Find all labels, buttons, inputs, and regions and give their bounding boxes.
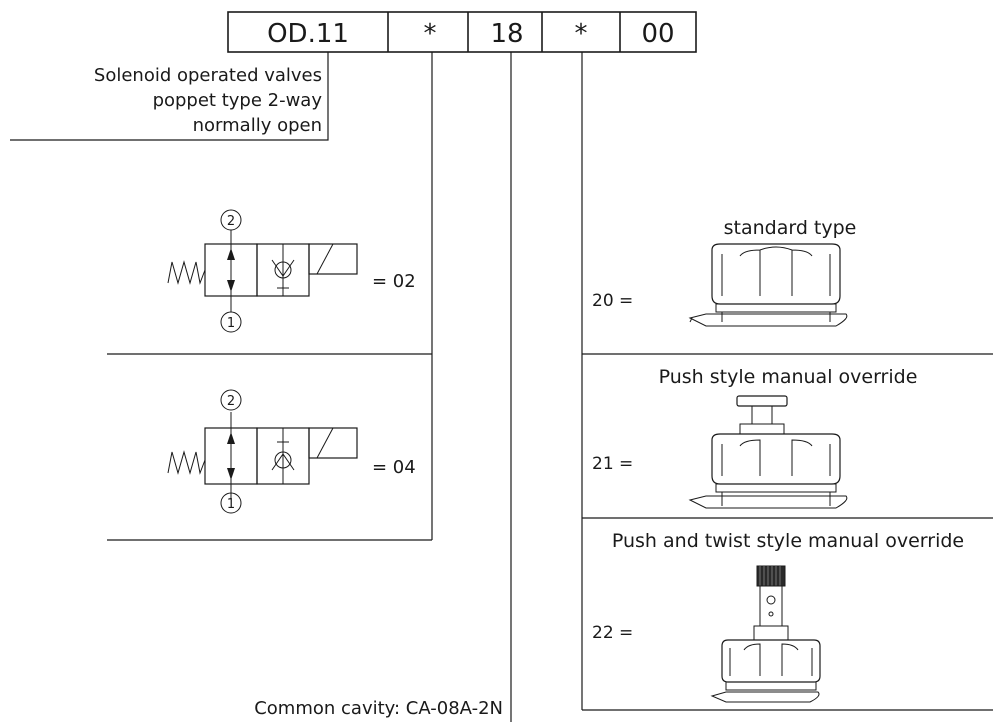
solenoid-icon xyxy=(308,427,358,459)
override-code: 22 = xyxy=(592,623,633,643)
description-block: Solenoid operated valves poppet type 2-w… xyxy=(10,52,329,141)
nut-icon xyxy=(710,639,821,703)
override-title: Push and twist style manual override xyxy=(612,530,964,552)
description-leader xyxy=(10,52,329,141)
description-line: normally open xyxy=(193,115,322,136)
push-button-icon xyxy=(736,395,788,435)
solenoid-icon xyxy=(308,243,358,275)
check-seat-icon xyxy=(271,453,295,471)
valve-symbol-02: 2 1 = 02 xyxy=(167,209,416,333)
override-standard: standard type 20 = xyxy=(592,217,857,327)
port-label: 2 xyxy=(227,214,235,229)
valve-symbol-04: 2 1 = 04 xyxy=(167,389,416,514)
port-circle-icon xyxy=(220,311,242,333)
description-line: poppet type 2-way xyxy=(153,90,323,111)
nut-icon xyxy=(688,243,848,327)
nut-icon xyxy=(688,433,848,509)
description-line: Solenoid operated valves xyxy=(94,65,322,86)
solenoid-diagonal xyxy=(316,243,334,275)
code-symbol-placeholder: * xyxy=(424,19,437,49)
check-seat-icon xyxy=(271,259,295,277)
port-circle-icon xyxy=(220,389,242,411)
check-ball-icon xyxy=(274,261,292,279)
override-code: 21 = xyxy=(592,454,633,474)
override-title: Push style manual override xyxy=(659,366,918,388)
code-frame xyxy=(227,11,697,53)
port-label: 1 xyxy=(227,497,235,512)
override-push: Push style manual override 21 = xyxy=(592,366,918,509)
arrow-up-icon xyxy=(227,248,235,260)
code-size: 18 xyxy=(490,19,523,49)
override-twist: Push and twist style manual override 22 … xyxy=(592,530,964,703)
cavity-note: Common cavity: CA-08A-2N xyxy=(254,698,503,719)
port-circle-icon xyxy=(220,492,242,514)
spring-icon xyxy=(167,450,206,475)
code-override-placeholder: * xyxy=(575,19,588,49)
twist-knob-icon xyxy=(753,565,789,641)
solenoid-diagonal xyxy=(316,427,334,459)
override-code: 20 = xyxy=(592,291,633,311)
option-code: = 02 xyxy=(372,271,416,292)
override-title: standard type xyxy=(724,217,857,239)
arrow-down-icon xyxy=(227,280,235,292)
arrow-down-icon xyxy=(227,468,235,480)
check-ball-icon xyxy=(274,451,292,469)
port-label: 1 xyxy=(227,316,235,331)
port-circle-icon xyxy=(220,209,242,231)
option-code: = 04 xyxy=(372,457,416,478)
code-boxes: OD.11 * 18 * 00 xyxy=(227,11,697,53)
arrow-up-icon xyxy=(227,432,235,444)
spring-icon xyxy=(167,260,206,285)
code-series: OD.11 xyxy=(267,19,349,49)
code-suffix: 00 xyxy=(641,19,674,49)
port-label: 2 xyxy=(227,394,235,409)
leader-lines xyxy=(107,52,993,722)
